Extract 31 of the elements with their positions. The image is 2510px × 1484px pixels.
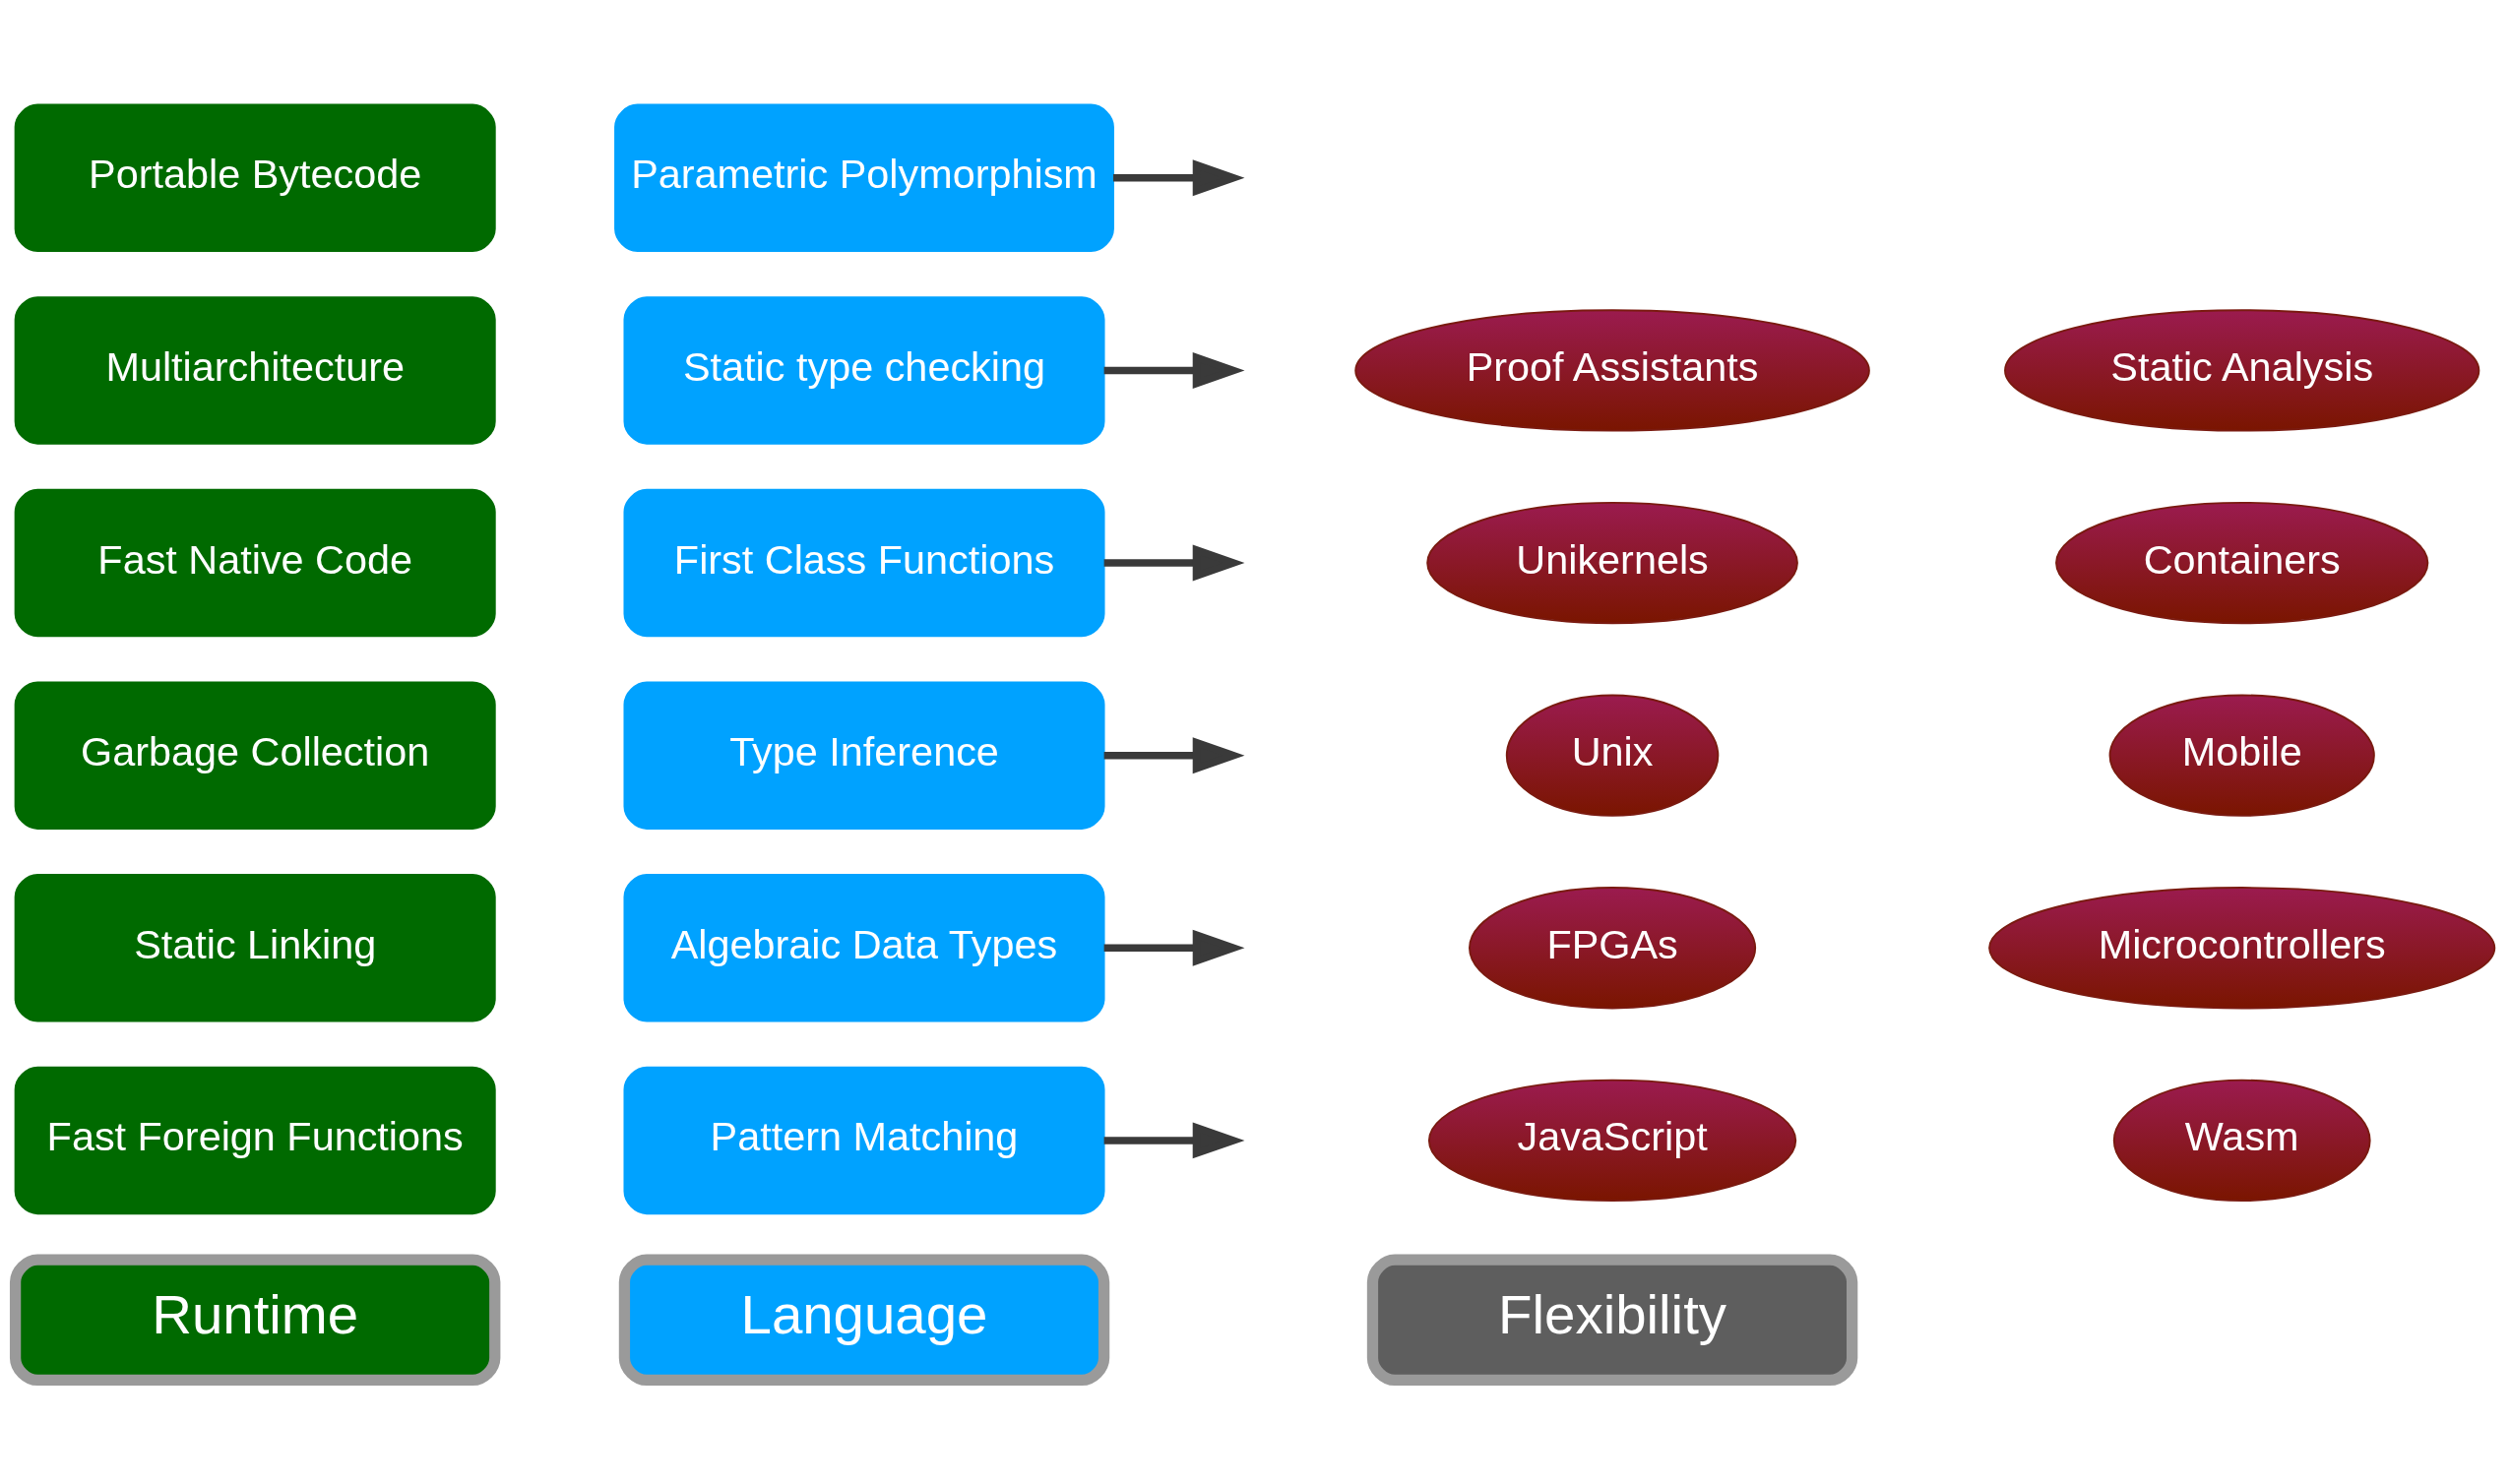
node-ellipse: Unikernels — [1426, 501, 1798, 624]
node-ellipse: Containers — [2055, 501, 2429, 624]
node-ellipse: Microcontrollers — [1988, 886, 2496, 1009]
node-box: Fast Native Code — [14, 488, 496, 637]
node-box: Language — [618, 1254, 1110, 1386]
node-box: Runtime — [9, 1254, 501, 1386]
arrow — [1103, 351, 1245, 389]
node-box: Flexibility — [1366, 1254, 1858, 1386]
node-ellipse: Proof Assistants — [1354, 308, 1870, 432]
arrow — [1103, 929, 1245, 966]
node-box: Static type checking — [623, 295, 1105, 445]
node-box: Static Linking — [14, 873, 496, 1021]
arrow — [1103, 736, 1245, 773]
node-ellipse: Mobile — [2108, 694, 2375, 817]
node-box: Pattern Matching — [623, 1066, 1105, 1214]
node-box: Multiarchitecture — [14, 295, 496, 445]
node-ellipse: FPGAs — [1469, 886, 1757, 1009]
node-box: First Class Functions — [623, 488, 1105, 637]
node-box: Portable Bytecode — [14, 103, 496, 252]
node-ellipse: Unix — [1505, 694, 1720, 817]
node-box: Algebraic Data Types — [623, 873, 1105, 1021]
arrow — [1103, 544, 1245, 582]
node-box: Parametric Polymorphism — [614, 103, 1114, 252]
node-ellipse: Static Analysis — [2004, 308, 2480, 432]
node-box: Type Inference — [623, 680, 1105, 830]
node-ellipse: JavaScript — [1427, 1079, 1797, 1202]
node-box: Fast Foreign Functions — [14, 1066, 496, 1214]
arrow — [1113, 158, 1245, 196]
arrow — [1103, 1121, 1245, 1158]
node-ellipse: Wasm — [2112, 1079, 2371, 1202]
node-box: Garbage Collection — [14, 680, 496, 830]
